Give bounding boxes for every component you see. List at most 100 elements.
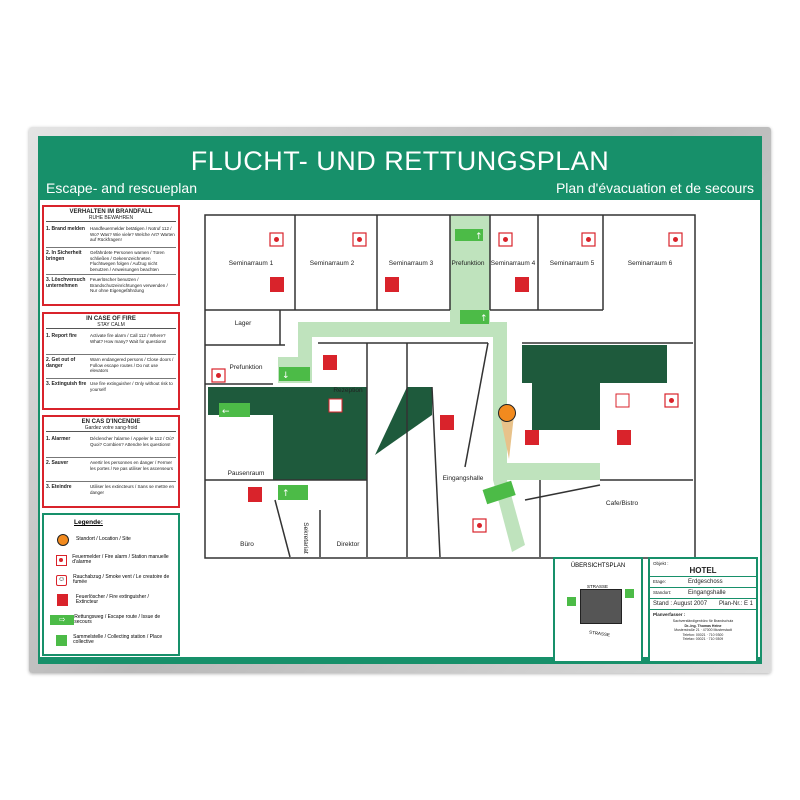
room-seminarraum-3: Seminarraum 3: [389, 260, 434, 267]
author-line: Dr.-Ing. Thomas Heine: [684, 623, 722, 628]
room-prefunktion-left: Prefunktion: [230, 364, 263, 371]
step: 2. Get out of danger Warn endangered pers…: [46, 355, 176, 379]
legend-item: Standort / Location / Site: [50, 530, 172, 550]
panel-subtitle: STAY CALM: [46, 322, 176, 329]
floor-value: Erdgeschoss: [688, 579, 723, 585]
svg-text:↑: ↑: [282, 489, 290, 499]
step-label: 2. Get out of danger: [46, 357, 76, 369]
step-label: 2. In Sicherheit bringen: [46, 250, 82, 262]
fire-extinguisher-icon: [440, 415, 454, 430]
street-label: STRASSE: [588, 629, 611, 638]
room-lager: Lager: [235, 320, 252, 327]
legend-item: ⇨Rettungsweg / Escape route / Issue de s…: [50, 610, 172, 630]
step-text: Avertir les personnes en danger / Fermer…: [90, 460, 174, 471]
legend-text: Feuermelder / Fire alarm / Station manue…: [72, 553, 169, 565]
room-seminarraum-4: Seminarraum 4: [491, 260, 536, 267]
author-line: Sachverständigenbüro für Brandschutz: [672, 619, 734, 623]
escape-route-sign-icon: [219, 403, 250, 417]
room-seminarraum-2: Seminarraum 2: [310, 260, 355, 267]
step: 3. Eteindre Utiliser les extincteurs / Sa…: [46, 482, 176, 506]
fire-extinguisher-icon: [385, 277, 399, 292]
panel-title: IN CASE OF FIRE: [86, 316, 136, 322]
street-label: STRASSE: [587, 584, 609, 589]
building-footprint: [580, 589, 622, 624]
step-text: Utiliser les extincteurs / Sans se mettr…: [90, 484, 175, 495]
legend: Legende: Standort / Location / Site Feue…: [42, 513, 180, 656]
legend-item: ☺ Rauchabzug / Smoke vent / Le creatoire …: [50, 570, 172, 590]
panel-french: EN CAS D'INCENDIE Gardez votre sang-froi…: [42, 415, 180, 508]
room-rezeption: Rezeption: [333, 387, 363, 394]
legend-text: Standort / Location / Site: [76, 536, 131, 543]
assembly-point-icon: [567, 597, 576, 606]
step-text: Warn endangered persons / Close doors / …: [90, 357, 174, 373]
panel-title: EN CAS D'INCENDIE: [81, 419, 141, 425]
step-text: Handfeuermelder betätigen / Notruf 112 /…: [90, 226, 175, 242]
legend-item: Feuermelder / Fire alarm / Station manue…: [50, 550, 172, 570]
room-buero: Büro: [240, 541, 254, 548]
escape-route-sign-icon: [455, 229, 483, 241]
step: 1. Report fire Activate fire alarm / Call…: [46, 331, 176, 355]
smoke-vent-icon: ☺: [56, 574, 68, 586]
escape-route-sign-icon: [482, 480, 516, 505]
svg-text:←: ←: [222, 407, 230, 417]
location-value: Eingangshalle: [688, 590, 726, 596]
author-line: Telefax: 00021 · 710 9309: [682, 637, 724, 641]
fire-extinguisher-icon: [323, 355, 337, 370]
step-text: Activate fire alarm / Call 112 / Where? …: [90, 333, 167, 344]
step-label: 1. Brand melden: [46, 226, 85, 232]
fire-extinguisher-icon: [617, 430, 631, 445]
location-marker: [498, 404, 516, 459]
panel-german: VERHALTEN IM BRANDFALL RUHE BEWAHREN 1. …: [42, 205, 180, 306]
smoke-vent-icon: [328, 398, 343, 413]
assembly-point-icon: [56, 634, 68, 646]
room-pausenraum: Pausenraum: [228, 470, 265, 477]
fire-extinguisher-markers: [248, 277, 631, 502]
panel-subtitle: RUHE BEWAHREN: [46, 215, 176, 222]
plan-info: Objekt :HOTEL Etage:Erdgeschoss Standort…: [648, 557, 758, 663]
room-seminarraum-1: Seminarraum 1: [229, 260, 274, 267]
subtitle-french: Plan d'évacuation et de secours: [555, 180, 754, 196]
walls: [204, 214, 696, 559]
legend-item: Feuerlöscher / Fire extinguisher / Extin…: [50, 590, 172, 610]
escape-route-icon: ⇨: [50, 615, 75, 625]
fire-extinguisher-icon: [515, 277, 529, 292]
step-text: Déclencher l'alarme / Appeler le 112 / O…: [90, 436, 175, 447]
step-label: 1. Alarmer: [46, 436, 71, 442]
object-label: Objekt :: [653, 561, 669, 566]
svg-text:↑: ↑: [475, 232, 483, 242]
step-label: 3. Eteindre: [46, 484, 72, 490]
author-label: Planverfasser :: [653, 612, 686, 617]
overview-title: ÜBERSICHTSPLAN: [570, 563, 626, 569]
legend-text: Rauchabzug / Smoke vent / Le creatoire d…: [73, 573, 170, 585]
object-name: HOTEL: [689, 566, 717, 575]
room-labels: Seminarraum 1 Seminarraum 2 Seminarraum …: [228, 260, 673, 554]
step-label: 3. Löschversuch unternehmen: [46, 277, 86, 289]
plan-title: FLUCHT- UND RETTUNGSPLAN: [190, 146, 610, 176]
fire-extinguisher-icon: [525, 430, 539, 445]
room-seminarraum-5: Seminarraum 5: [550, 260, 595, 267]
smoke-vent-markers: [328, 393, 630, 413]
step-label: 1. Report fire: [46, 333, 77, 339]
panel-title: VERHALTEN IM BRANDFALL: [69, 209, 153, 215]
step: 2. Sauver Avertir les personnes en danger…: [46, 458, 176, 482]
room-seminarraum-6: Seminarraum 6: [628, 260, 673, 267]
legend-text: Feuerlöscher / Fire extinguisher / Extin…: [75, 593, 149, 605]
author-line: Telefon: 00021 · 710 9300: [682, 632, 724, 637]
escape-route-sign-icon: [278, 485, 308, 500]
smoke-vent-icon: [615, 393, 630, 408]
room-cafe-bistro: Cafe/Bistro: [606, 500, 639, 507]
step-label: 2. Sauver: [46, 460, 69, 466]
fire-alarm-icon: [55, 554, 67, 566]
plan-date: Stand : August 2007: [653, 601, 708, 607]
svg-text:↓: ↓: [282, 371, 290, 381]
floor-label: Etage:: [653, 579, 667, 584]
overview-plan: ÜBERSICHTSPLAN STRASSE STRASSE: [553, 557, 643, 663]
step: 1. Brand melden Handfeuermelder betätigen…: [46, 224, 176, 248]
step-label: 3. Extinguish fire: [46, 381, 87, 387]
step-text: Use fire extinguisher / Only without ris…: [90, 381, 173, 392]
room-eingangshalle: Eingangshalle: [443, 475, 484, 482]
